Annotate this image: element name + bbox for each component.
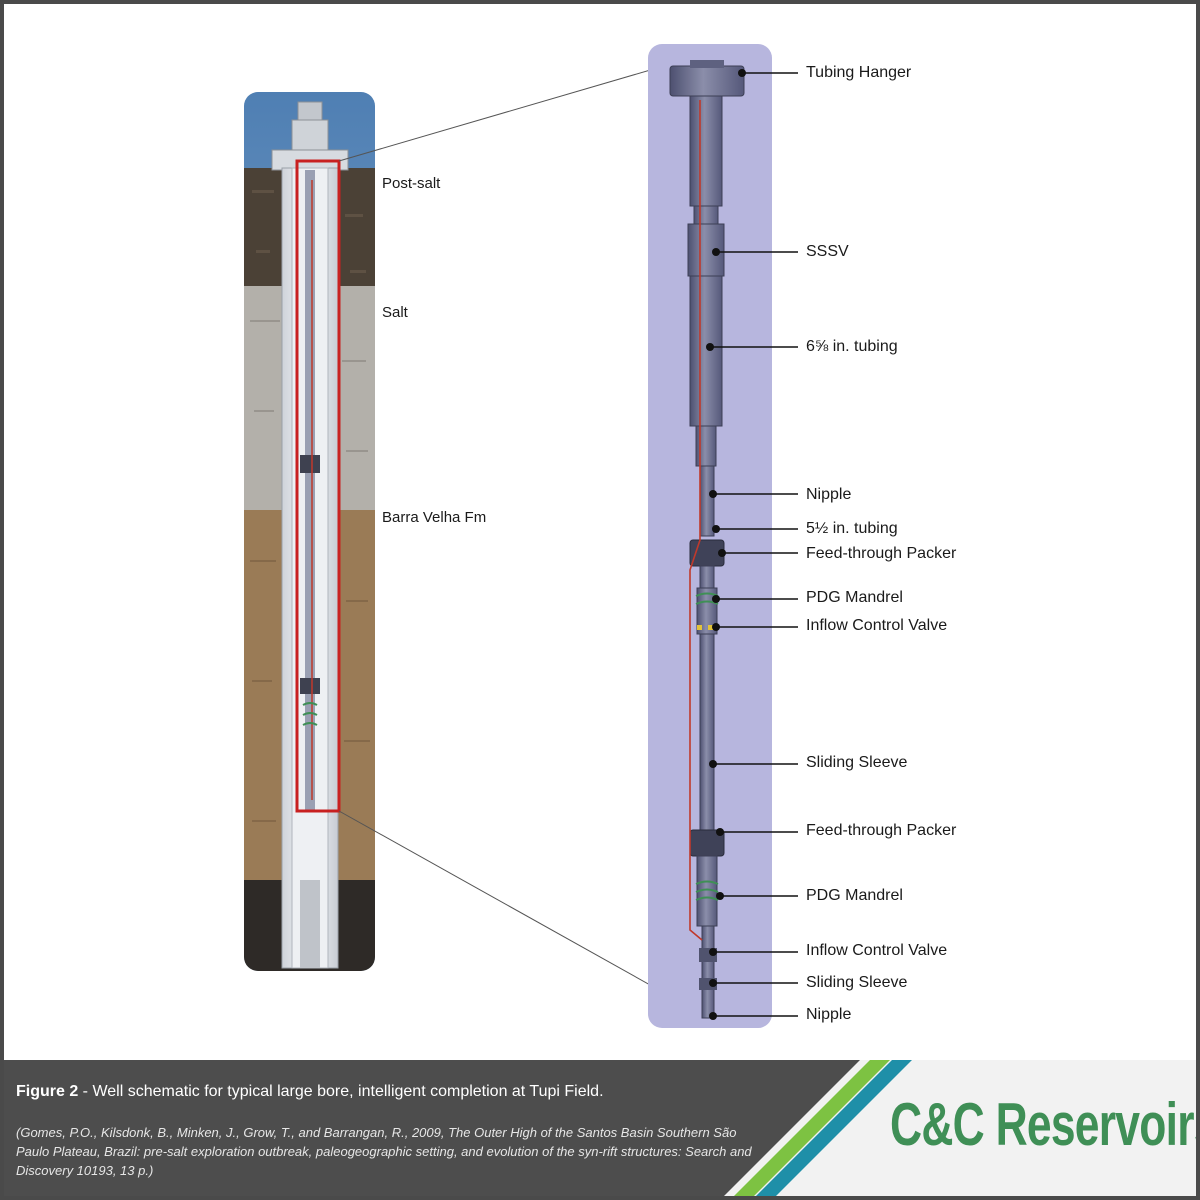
completion-string [669,60,745,1019]
leader-dot-3 [709,490,717,498]
completion-highlight-box [295,159,341,813]
zoom-connector-bottom [338,810,703,1015]
zone-label-barra-velha-fm: Barra Velha Fm [382,509,487,526]
leader-dot-5 [718,549,726,557]
leader-dot-13 [709,1012,717,1020]
leader-dot-0 [738,69,746,77]
leader-dot-4 [712,525,720,533]
figure-citation: (Gomes, P.O., Kilsdonk, B., Minken, J., … [16,1125,752,1178]
label-tubing-hanger: Tubing Hanger [806,64,912,81]
label-inflow-control-valve-upper: Inflow Control Valve [806,617,948,634]
label-pdg-mandrel-lower: PDG Mandrel [806,887,903,904]
label-5-1-2-tubing: 5½ in. tubing [806,520,898,537]
leader-dot-12 [709,979,717,987]
well-section-overview [244,92,375,971]
label-sssv: SSSV [806,243,849,260]
label-nipple-upper: Nipple [806,486,852,503]
figure-number: Figure 2 [16,1083,79,1100]
leader-dot-8 [709,760,717,768]
leader-dot-10 [716,892,724,900]
leader-dot-7 [712,623,720,631]
caption-footer: Figure 2 - Well schematic for typical la… [0,1060,1200,1200]
leader-dot-6 [712,595,720,603]
leader-dot-11 [709,948,717,956]
label-nipple-lower: Nipple [806,1006,852,1023]
leader-lines [706,69,798,1020]
label-feed-through-packer-upper: Feed-through Packer [806,545,957,562]
label-6-5-8-tubing: 6⅝ in. tubing [806,338,898,355]
label-sliding-sleeve-lower: Sliding Sleeve [806,974,908,991]
well-schematic-diagram [244,44,798,1028]
zoom-connector-top [338,65,665,162]
figure-caption: Figure 2 - Well schematic for typical la… [16,1083,604,1101]
leader-dot-2 [706,343,714,351]
label-feed-through-packer-lower: Feed-through Packer [806,822,957,839]
zone-label-salt: Salt [382,304,408,321]
control-line [689,100,703,941]
leader-dot-9 [716,828,724,836]
footer-stripes [720,1060,1200,1200]
figure-caption-text: - Well schematic for typical large bore,… [78,1083,604,1100]
label-inflow-control-valve-lower: Inflow Control Valve [806,942,948,959]
label-sliding-sleeve-upper: Sliding Sleeve [806,754,908,771]
zone-label-post-salt: Post-salt [382,175,441,192]
leader-dot-1 [712,248,720,256]
company-logo: C&C Reservoirs [890,1091,1200,1158]
label-pdg-mandrel-upper: PDG Mandrel [806,589,903,606]
